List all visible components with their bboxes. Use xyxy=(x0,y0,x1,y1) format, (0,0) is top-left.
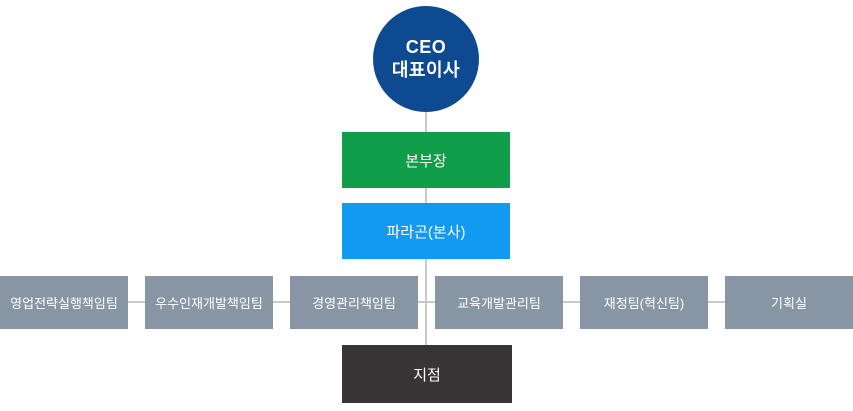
connector-dept4-dept5 xyxy=(563,301,580,303)
connector-dept1-dept2 xyxy=(128,301,145,303)
connector-dept2-dept3 xyxy=(273,301,290,303)
department-node-talent-development: 우수인재개발책임팀 xyxy=(145,276,273,329)
department-node-finance: 재정팀(혁신팀) xyxy=(580,276,708,329)
department-label: 경영관리책임팀 xyxy=(312,296,396,311)
department-node-management: 경영관리책임팀 xyxy=(290,276,418,329)
connector-ceo-to-head xyxy=(425,108,427,134)
connector-dept3-dept4 xyxy=(418,301,435,303)
department-label: 우수인재개발책임팀 xyxy=(155,296,263,311)
head-node: 본부장 xyxy=(342,132,510,188)
department-node-education-development: 교육개발관리팀 xyxy=(435,276,563,329)
ceo-node: CEO 대표이사 xyxy=(373,6,479,112)
department-label: 교육개발관리팀 xyxy=(457,296,541,311)
headquarters-node: 파라곤(본사) xyxy=(342,203,510,259)
ceo-title: CEO xyxy=(405,37,447,57)
branch-node: 지점 xyxy=(342,345,512,403)
head-label: 본부장 xyxy=(405,152,447,170)
connector-headquarters-to-branch xyxy=(425,259,427,347)
department-node-sales-strategy: 영업전략실행책임팀 xyxy=(0,276,128,329)
department-label: 기획실 xyxy=(771,296,807,311)
department-node-planning: 기획실 xyxy=(725,276,853,329)
department-label: 영업전략실행책임팀 xyxy=(10,296,118,311)
branch-label: 지점 xyxy=(413,366,441,384)
ceo-subtitle: 대표이사 xyxy=(391,60,461,80)
connector-dept5-dept6 xyxy=(708,301,725,303)
department-label: 재정팀(혁신팀) xyxy=(603,296,685,311)
headquarters-label: 파라곤(본사) xyxy=(386,223,466,241)
connector-head-to-headquarters xyxy=(425,188,427,205)
